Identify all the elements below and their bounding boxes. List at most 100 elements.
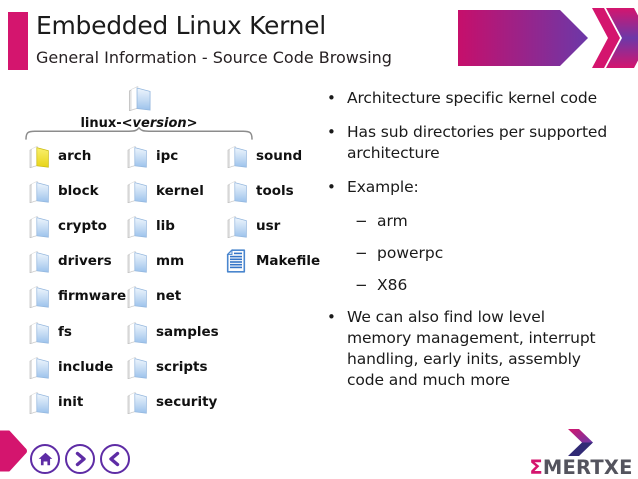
tree-item: ipc <box>126 138 226 173</box>
bullet-text: X86 <box>377 276 408 294</box>
tree-item: security <box>126 384 226 419</box>
folder-blue-icon <box>28 249 50 274</box>
tree-item-label: security <box>156 393 218 410</box>
bullet-item: • Has sub directories per supported archi… <box>327 122 629 164</box>
folder-blue-icon <box>226 144 248 168</box>
tree-item: tools <box>226 173 324 208</box>
tree-item-label: net <box>156 288 182 305</box>
bullet-text: arm <box>377 212 408 230</box>
previous-icon <box>109 451 120 467</box>
dash-marker: − <box>355 212 368 230</box>
tree-item-label: sound <box>256 147 303 164</box>
tree-item-label: tools <box>256 182 294 199</box>
tree-item: include <box>28 349 126 384</box>
tree-item-label: block <box>58 182 99 199</box>
tree-item: sound <box>226 138 324 173</box>
tree-item-label: fs <box>58 323 72 340</box>
home-icon <box>38 452 52 466</box>
tree-item-label: samples <box>156 323 219 340</box>
folder-blue-icon <box>28 355 50 379</box>
folder-blue-icon <box>28 320 50 344</box>
folder-icon <box>127 86 152 115</box>
tree-item: samples <box>126 314 226 349</box>
folder-blue-icon <box>126 390 148 415</box>
dash-marker: − <box>355 244 368 262</box>
tree-item-label: drivers <box>58 253 112 270</box>
tree-root: linux-<version> <box>25 84 253 131</box>
tree-item: firmware <box>28 279 126 314</box>
tree-item: block <box>28 173 126 208</box>
previous-button[interactable] <box>100 444 130 474</box>
logo-text: ΣMERTXE <box>529 456 632 479</box>
tree-item-label: Makefile <box>256 253 321 270</box>
sub-bullet-item: −arm <box>355 211 629 232</box>
tree-item: mm <box>126 244 226 279</box>
source-tree: arch block crypto drivers firmware fs include i… <box>28 138 324 420</box>
tree-item: net <box>126 279 226 314</box>
tree-item: scripts <box>126 349 226 384</box>
bullet-text: Has sub directories per supported archit… <box>347 123 608 162</box>
folder-yellow-icon <box>28 144 50 168</box>
bullet-marker: • <box>327 123 336 141</box>
logo-sigma: Σ <box>529 456 543 479</box>
folder-blue-icon <box>28 284 50 309</box>
logo-name: MERTXE <box>542 456 633 479</box>
tree-item: init <box>28 384 126 419</box>
dash-marker: − <box>355 276 368 294</box>
tree-column: arch block crypto drivers firmware fs include i… <box>28 138 126 420</box>
emertxe-logo: ΣMERTXE <box>529 426 633 479</box>
tree-item-label: ipc <box>156 147 179 164</box>
tree-item-label: firmware <box>58 288 127 305</box>
title-accent-bar <box>8 12 28 70</box>
sub-bullet-item: −powerpc <box>355 243 629 264</box>
tree-item: crypto <box>28 208 126 243</box>
folder-blue-icon <box>126 144 148 168</box>
tree-item: Makefile <box>226 244 324 279</box>
brace-graphic <box>25 127 253 140</box>
tree-item: kernel <box>126 173 226 208</box>
tree-item: fs <box>28 314 126 349</box>
folder-blue-icon <box>28 214 50 239</box>
tree-item-label: init <box>58 393 84 410</box>
tree-item: usr <box>226 208 324 243</box>
footer-accent-arrow <box>0 430 27 472</box>
folder-blue-icon <box>126 179 148 204</box>
tree-item: arch <box>28 138 126 173</box>
bullet-text: Example: <box>347 178 419 196</box>
tree-item-label: kernel <box>156 182 204 199</box>
file-icon <box>226 249 248 273</box>
folder-blue-icon <box>126 214 148 239</box>
bullet-text: Architecture specific kernel code <box>347 89 598 107</box>
header-arrow-graphic <box>458 8 638 68</box>
slide-subtitle: General Information - Source Code Browsi… <box>36 48 392 67</box>
slide-title: Embedded Linux Kernel <box>36 11 326 40</box>
bullet-marker: • <box>327 89 336 107</box>
folder-blue-icon <box>28 390 50 415</box>
tree-item-label: usr <box>256 217 281 234</box>
folder-blue-icon <box>126 320 148 344</box>
folder-blue-icon <box>28 179 50 204</box>
tree-item-label: include <box>58 358 114 375</box>
tree-item: drivers <box>28 244 126 279</box>
folder-blue-icon <box>226 179 248 204</box>
bullet-marker: • <box>327 178 336 196</box>
tree-item: lib <box>126 208 226 243</box>
tree-column: ipc kernel lib mm net samples scripts security <box>126 138 226 420</box>
bullet-item: • Example: <box>327 177 629 198</box>
tree-item-label: scripts <box>156 358 208 375</box>
bullet-item: • Architecture specific kernel code <box>327 88 629 109</box>
next-button[interactable] <box>65 444 95 474</box>
folder-blue-icon <box>126 355 148 379</box>
bullet-item: •We can also find low level memory manag… <box>327 307 629 391</box>
tree-item-label: crypto <box>58 217 107 234</box>
tree-item-label: arch <box>58 147 92 164</box>
folder-blue-icon <box>126 249 148 274</box>
bullet-text: powerpc <box>377 244 444 262</box>
next-icon <box>75 451 86 467</box>
tree-item-label: mm <box>156 253 185 270</box>
bullet-marker: • <box>327 308 336 326</box>
folder-blue-icon <box>226 214 248 239</box>
home-button[interactable] <box>30 444 60 474</box>
content-bullets: • Architecture specific kernel code • Has s… <box>327 88 629 404</box>
